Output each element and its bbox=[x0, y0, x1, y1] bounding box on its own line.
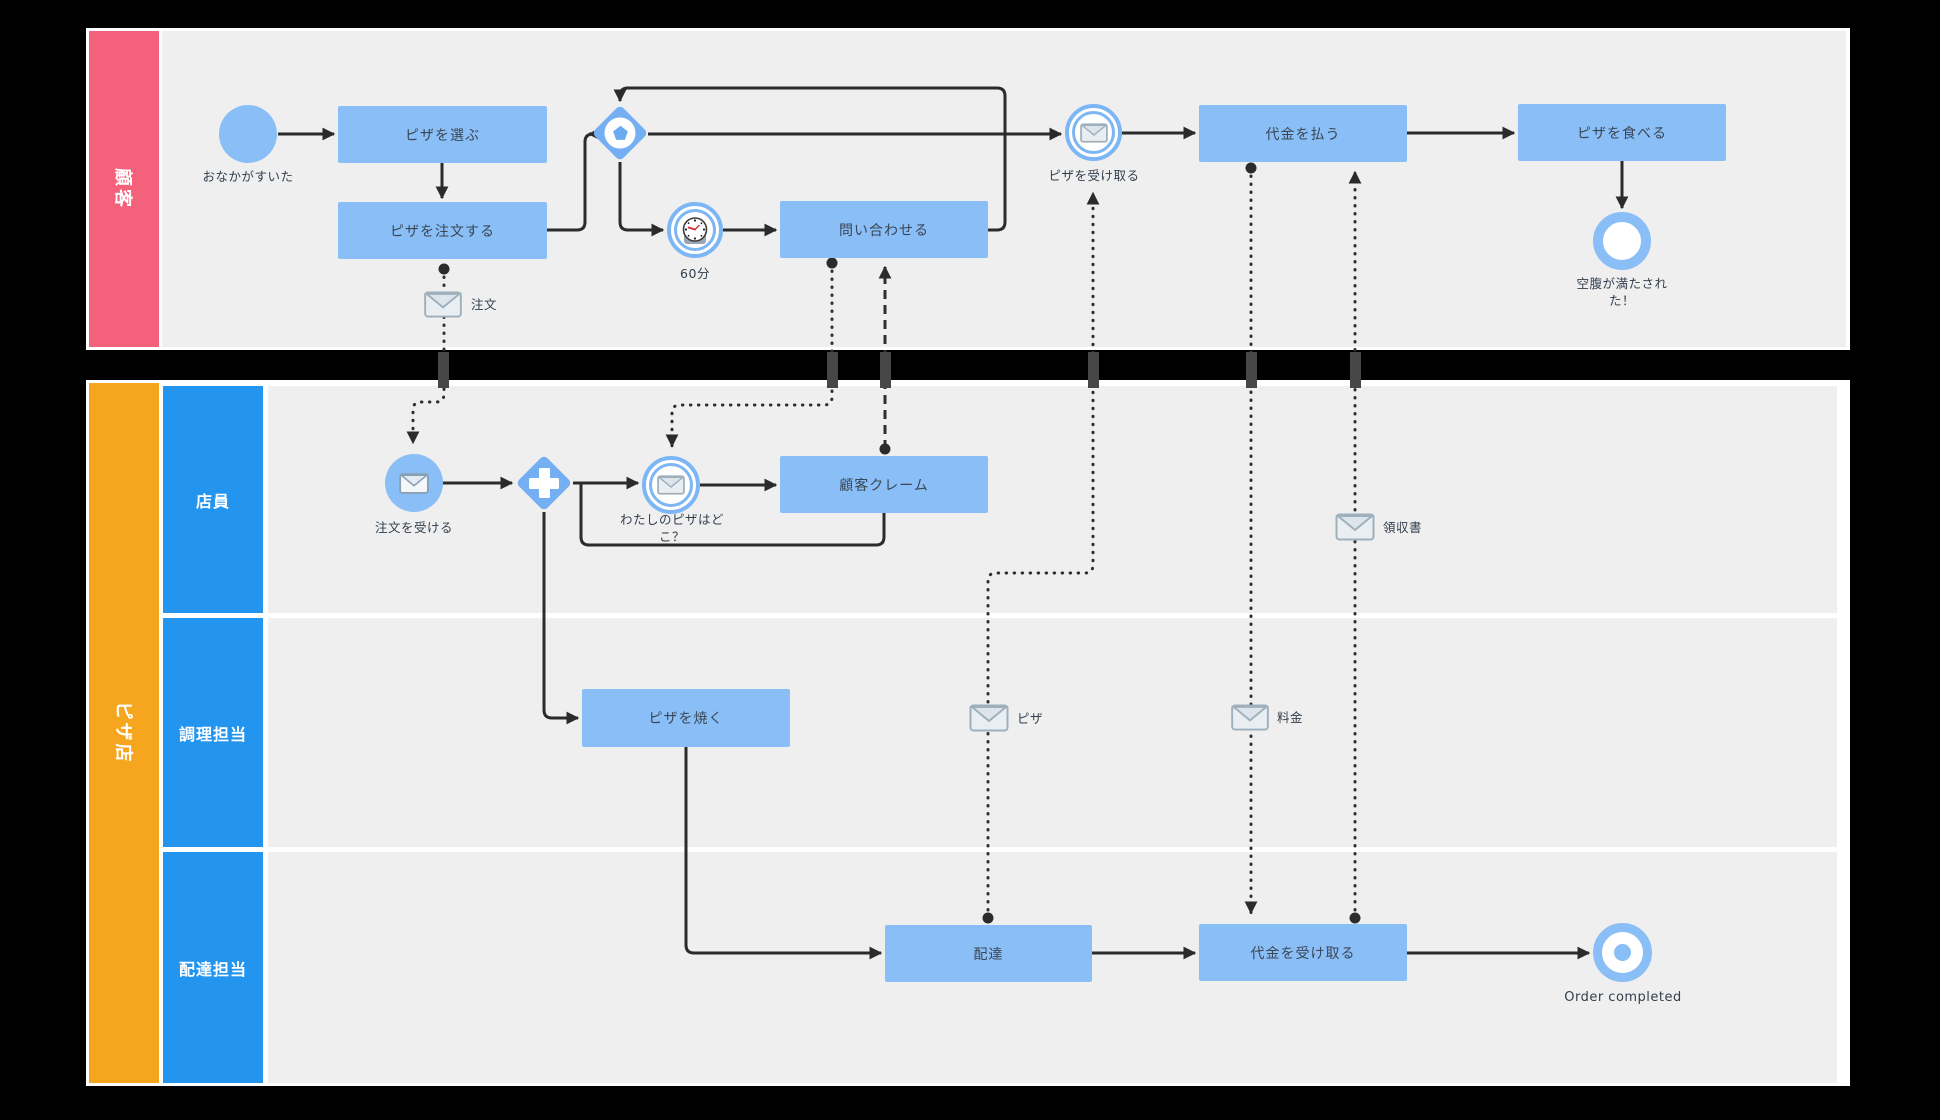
msgflow-inquire-to-where-pizza[interactable] bbox=[665, 257, 838, 448]
flow-complaint-loopback[interactable] bbox=[579, 484, 886, 547]
message-icon bbox=[399, 472, 429, 494]
lane-clerk-label: 店員 bbox=[195, 491, 230, 511]
task-bake-pizza-label: ピザを焼く bbox=[648, 711, 724, 727]
message-order-label: 注文 bbox=[471, 297, 498, 312]
parallel-gateway[interactable] bbox=[515, 454, 573, 512]
event-gateway-inner bbox=[604, 117, 636, 149]
message-envelope-fee[interactable] bbox=[1230, 704, 1270, 735]
timer-event-label: 60分 bbox=[680, 266, 710, 281]
message-receipt-label: 領収書 bbox=[1383, 520, 1423, 535]
task-order-pizza-label: ピザを注文する bbox=[390, 223, 495, 240]
task-customer-complaint-label: 顧客クレーム bbox=[839, 477, 929, 494]
pool-customer-label-bar[interactable]: 顧客 bbox=[89, 31, 159, 347]
lane-cook-label: 調理担当 bbox=[178, 724, 247, 744]
msgflow-order[interactable] bbox=[406, 263, 450, 445]
lane-clerk-label-bar[interactable]: 店員 bbox=[163, 386, 263, 613]
message-envelope-order[interactable] bbox=[423, 291, 463, 322]
receive-pizza-label: ピザを受け取る bbox=[1048, 168, 1140, 183]
receive-order-label: 注文を受ける bbox=[374, 520, 453, 535]
message-envelope-pizza[interactable] bbox=[969, 704, 1009, 736]
end-event-center-dot bbox=[1614, 944, 1631, 961]
timer-event-60min[interactable] bbox=[667, 202, 723, 258]
task-inquire-label: 問い合わせる bbox=[839, 222, 929, 239]
start-event-hungry[interactable] bbox=[219, 105, 277, 163]
task-choose-pizza[interactable]: ピザを選ぶ bbox=[338, 106, 547, 163]
task-pay-label: 代金を払う bbox=[1265, 126, 1341, 143]
message-event-where-pizza[interactable] bbox=[642, 456, 700, 514]
message-start-event-receive-order[interactable] bbox=[385, 454, 443, 512]
band-crossing bbox=[880, 352, 891, 388]
message-icon bbox=[1079, 122, 1108, 143]
task-bake-pizza[interactable]: ピザを焼く bbox=[582, 689, 790, 747]
pentagon-icon bbox=[612, 125, 628, 140]
task-inquire[interactable]: 問い合わせる bbox=[780, 201, 988, 258]
flow-parallel-to-bake[interactable] bbox=[542, 512, 580, 725]
message-event-receive-pizza[interactable] bbox=[1065, 104, 1122, 161]
msgflow-deliver-to-receive-pizza[interactable] bbox=[982, 191, 1100, 924]
task-eat-pizza[interactable]: ピザを食べる bbox=[1518, 104, 1726, 161]
task-order-pizza[interactable]: ピザを注文する bbox=[338, 202, 547, 259]
band-crossing bbox=[1350, 352, 1361, 388]
task-deliver-label: 配達 bbox=[973, 946, 1004, 963]
flow-bake-to-deliver[interactable] bbox=[684, 747, 883, 960]
task-eat-pizza-label: ピザを食べる bbox=[1577, 125, 1667, 142]
message-icon bbox=[657, 475, 685, 495]
task-deliver[interactable]: 配達 bbox=[885, 925, 1092, 982]
order-completed-label: Order completed bbox=[1564, 990, 1682, 1005]
band-crossing bbox=[1246, 352, 1257, 388]
task-customer-complaint[interactable]: 顧客クレーム bbox=[780, 456, 988, 513]
parallel-gateway-plus-icon bbox=[524, 463, 564, 503]
flow-order-to-gateway[interactable] bbox=[547, 127, 601, 232]
band-crossing bbox=[1088, 352, 1099, 388]
clock-icon bbox=[682, 216, 708, 244]
lane-cook-label-bar[interactable]: 調理担当 bbox=[163, 618, 263, 847]
flow-gateway-to-timer[interactable] bbox=[618, 162, 665, 237]
band-crossing bbox=[438, 352, 449, 388]
pool-pizza-shop-label-bar[interactable]: ピザ店 bbox=[89, 383, 159, 1083]
message-pizza-label: ピザ bbox=[1017, 711, 1044, 726]
lane-delivery-label-bar[interactable]: 配達担当 bbox=[163, 852, 263, 1083]
task-receive-payment[interactable]: 代金を受け取る bbox=[1199, 924, 1407, 981]
message-fee-label: 料金 bbox=[1277, 710, 1304, 725]
band-crossing bbox=[827, 352, 838, 388]
where-pizza-label: わたしのピザはどこ？ bbox=[619, 512, 724, 544]
start-event-hungry-label: おなかがすいた bbox=[202, 169, 294, 184]
task-pay[interactable]: 代金を払う bbox=[1199, 105, 1407, 162]
end-event-order-completed[interactable] bbox=[1593, 923, 1652, 982]
lane-delivery-label: 配達担当 bbox=[178, 959, 247, 979]
message-envelope-receipt[interactable] bbox=[1335, 513, 1375, 545]
end-event-satisfied-label: 空腹が満たされた！ bbox=[1576, 276, 1668, 308]
event-based-gateway[interactable] bbox=[591, 104, 649, 162]
task-choose-pizza-label: ピザを選ぶ bbox=[405, 127, 480, 144]
task-receive-payment-label: 代金を受け取る bbox=[1250, 945, 1356, 962]
end-event-satisfied[interactable] bbox=[1593, 212, 1651, 270]
